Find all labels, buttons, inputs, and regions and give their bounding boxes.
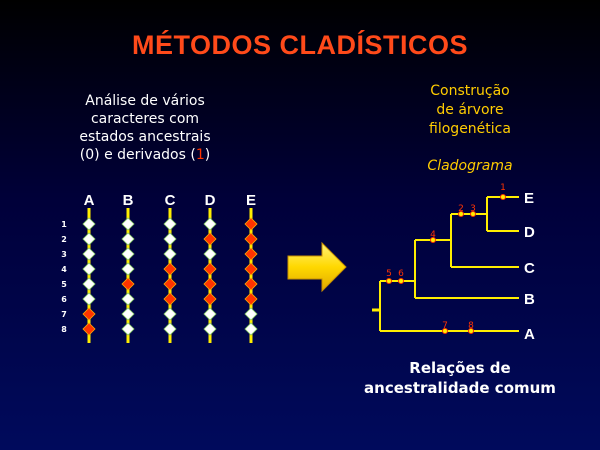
- ancestral-state-diamond: [163, 217, 177, 231]
- text-fragment: ): [204, 147, 211, 163]
- ancestral-state-diamond: [163, 247, 177, 261]
- right-arrow-icon: [287, 241, 347, 293]
- character-row-label: 4: [61, 265, 67, 274]
- derived-state-diamond: [163, 292, 177, 306]
- tip-label-b: B: [524, 291, 535, 308]
- marker-label: 6: [398, 269, 404, 279]
- cladogram-label: Cladograma: [427, 158, 513, 174]
- derived-state-diamond: [82, 307, 96, 321]
- tree-description-line: filogenética: [429, 121, 511, 137]
- derived-state-diamond: [244, 247, 258, 261]
- ancestral-state-diamond: [82, 232, 96, 246]
- taxon-header: C: [165, 192, 176, 209]
- taxon-header: D: [205, 192, 216, 209]
- synapomorphy-marker: [458, 211, 464, 217]
- caption-line: Relações de: [409, 359, 511, 377]
- matrix-description-line: estados ancestrais: [79, 129, 211, 145]
- synapomorphy-marker: [430, 237, 436, 243]
- derived-state-diamond: [244, 262, 258, 276]
- ancestral-state-diamond: [121, 322, 135, 336]
- marker-label: 4: [430, 230, 436, 240]
- cladogram-markers: 1 2 3 4 5 6 7 8: [386, 183, 506, 334]
- character-row-label: 1: [61, 220, 67, 229]
- marker-label: 7: [442, 321, 448, 331]
- caption-line: ancestralidade comum: [364, 379, 556, 397]
- derived-state-diamond: [163, 262, 177, 276]
- character-row-label: 2: [61, 235, 67, 244]
- synapomorphy-marker: [398, 278, 404, 284]
- cladogram-tip-labels: E D C B A: [524, 190, 535, 343]
- ancestral-state-diamond: [163, 322, 177, 336]
- character-row-label: 8: [61, 325, 67, 334]
- matrix-description-line: (0) e derivados (1): [50, 146, 240, 164]
- derived-state-diamond: [203, 277, 217, 291]
- cladogram-tree: [372, 196, 519, 332]
- taxon-header: B: [123, 192, 134, 209]
- derived-state-diamond: [163, 277, 177, 291]
- marker-label: 2: [458, 204, 464, 214]
- tip-label-e: E: [524, 190, 534, 207]
- synapomorphy-marker: [442, 328, 448, 334]
- ancestral-state-diamond: [121, 232, 135, 246]
- tip-label-a: A: [524, 326, 535, 343]
- tree-description-line: de árvore: [436, 102, 504, 118]
- taxon-header: A: [84, 192, 95, 209]
- matrix-description-line: Análise de vários: [85, 93, 205, 109]
- derived-state-diamond: [121, 277, 135, 291]
- derived-state-diamond: [244, 277, 258, 291]
- derived-state-diamond: [244, 292, 258, 306]
- derived-state-diamond: [203, 292, 217, 306]
- synapomorphy-marker: [468, 328, 474, 334]
- ancestral-state-diamond: [121, 217, 135, 231]
- ancestral-state-diamond: [203, 322, 217, 336]
- matrix-description: Análise de vários caracteres com estados…: [50, 92, 240, 164]
- ancestral-state-diamond: [121, 292, 135, 306]
- ancestral-state-diamond: [82, 247, 96, 261]
- ancestral-state-diamond: [121, 247, 135, 261]
- ancestral-state-diamond: [203, 307, 217, 321]
- tip-label-d: D: [524, 224, 535, 241]
- ancestral-state-diamond: [203, 217, 217, 231]
- character-row-label: 7: [61, 310, 67, 319]
- text-fragment: (0) e derivados (: [79, 147, 196, 163]
- tree-description: Construção de árvore filogenética: [400, 82, 540, 139]
- ancestral-state-diamond: [203, 247, 217, 261]
- ancestral-state-diamond: [244, 307, 258, 321]
- marker-label: 8: [468, 321, 474, 331]
- ancestral-state-diamond: [163, 307, 177, 321]
- ancestral-state-diamond: [121, 262, 135, 276]
- derived-state-diamond: [203, 262, 217, 276]
- ancestral-state-diamond: [244, 322, 258, 336]
- taxon-header: E: [246, 192, 256, 209]
- marker-label: 1: [500, 183, 506, 193]
- character-row-label: 3: [61, 250, 67, 259]
- slide-title: MÉTODOS CLADÍSTICOS: [131, 30, 469, 60]
- ancestral-state-diamond: [82, 292, 96, 306]
- derived-state-diamond: [203, 232, 217, 246]
- marker-label: 5: [386, 269, 392, 279]
- derived-state-symbol: 1: [195, 147, 205, 163]
- character-matrix: 1 2 3 4 5 6 7 8 A B C D E: [61, 192, 258, 343]
- synapomorphy-marker: [470, 211, 476, 217]
- ancestral-state-diamond: [121, 307, 135, 321]
- ancestral-state-diamond: [163, 232, 177, 246]
- tip-label-c: C: [524, 260, 535, 277]
- tree-description-line: Construção: [430, 83, 510, 99]
- ancestral-state-diamond: [82, 262, 96, 276]
- derived-state-diamond: [244, 232, 258, 246]
- matrix-description-line: caracteres com: [90, 111, 200, 127]
- character-row-label: 6: [61, 295, 67, 304]
- derived-state-diamond: [244, 217, 258, 231]
- common-ancestry-caption: Relações de ancestralidade comum: [330, 358, 590, 398]
- derived-state-diamond: [82, 322, 96, 336]
- synapomorphy-marker: [500, 194, 506, 200]
- marker-label: 3: [470, 204, 476, 214]
- character-row-label: 5: [61, 280, 67, 289]
- synapomorphy-marker: [386, 278, 392, 284]
- ancestral-state-diamond: [82, 217, 96, 231]
- ancestral-state-diamond: [82, 277, 96, 291]
